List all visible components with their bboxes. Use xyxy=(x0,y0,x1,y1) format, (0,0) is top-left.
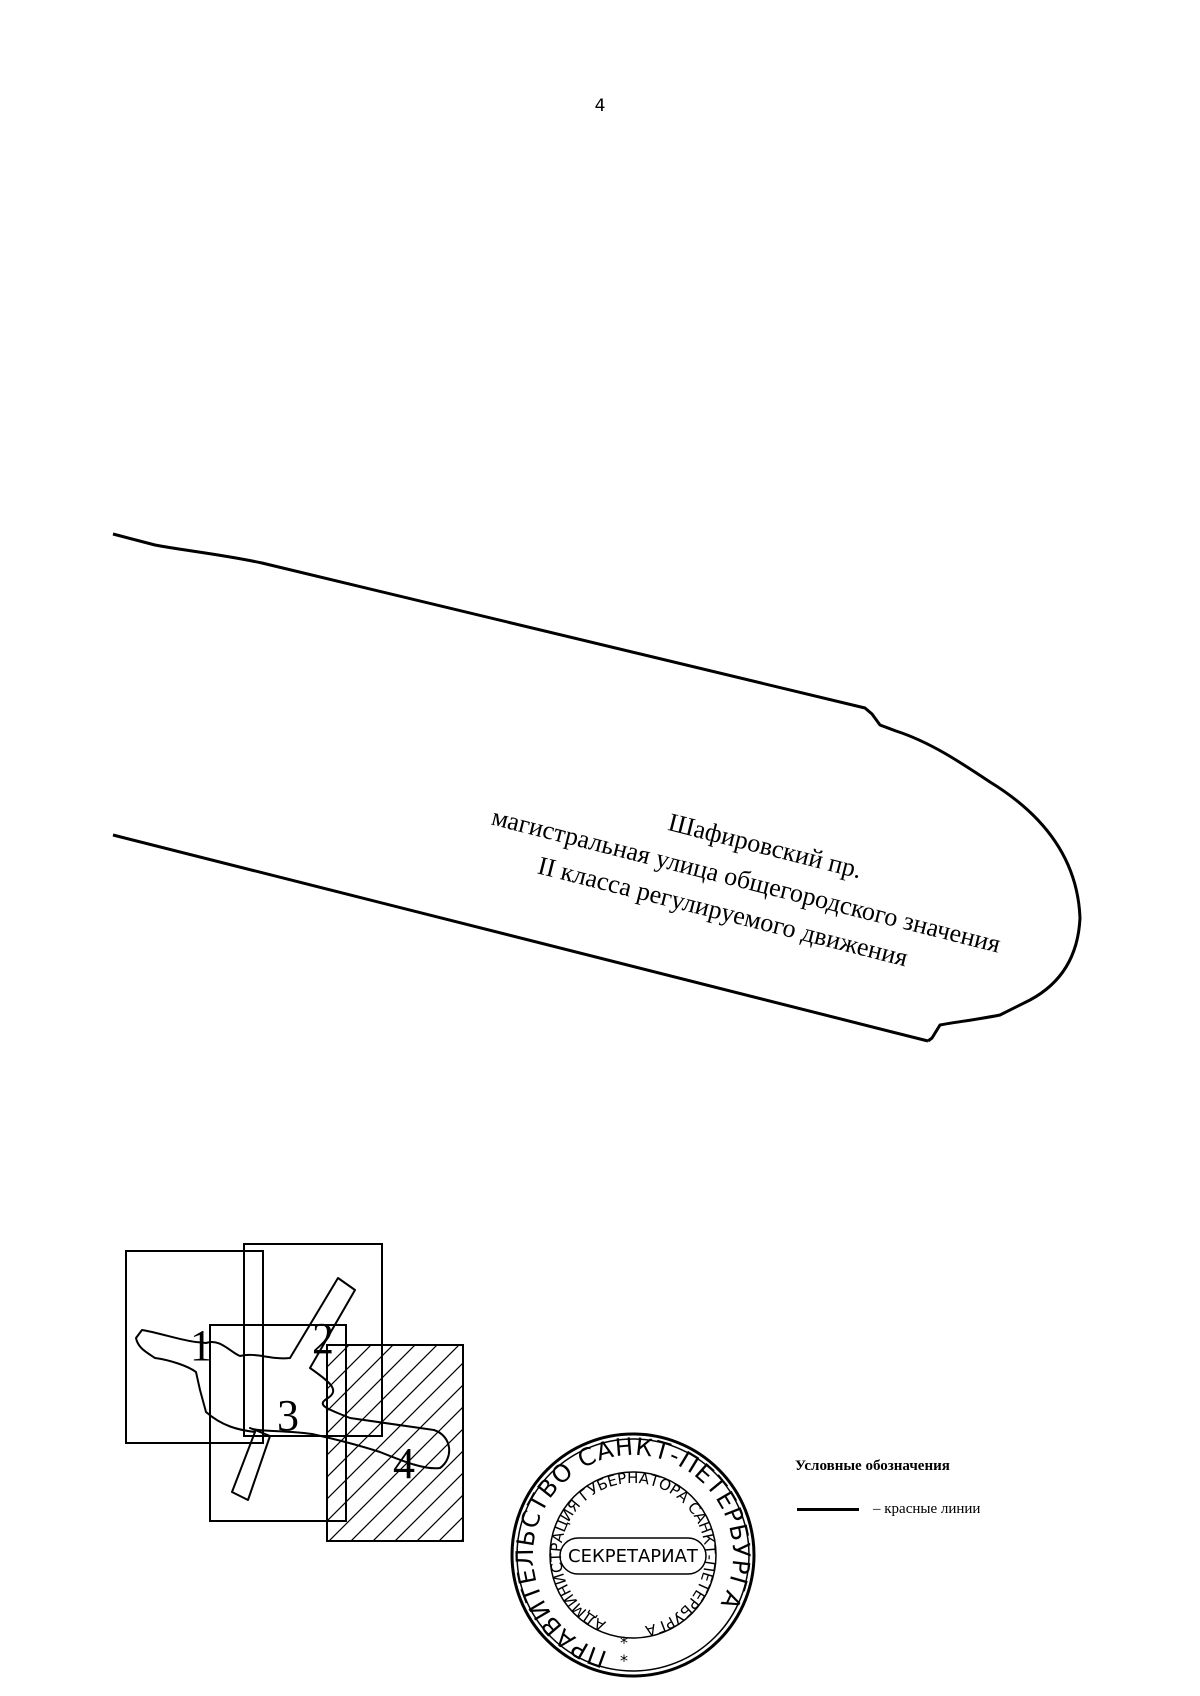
sheet-number-4: 4 xyxy=(393,1439,415,1488)
legend-title: Условные обозначения xyxy=(795,1458,950,1474)
sheet-frame-3 xyxy=(209,1324,347,1522)
red-line-swatch-icon xyxy=(797,1508,859,1511)
official-stamp: ПРАВИТЕЛЬСТВО САНКТ-ПЕТЕРБУРГА АДМИНИСТР… xyxy=(510,1432,756,1678)
legend: Условные обозначения – красные линии xyxy=(795,1458,1135,1518)
legend-item-red-lines: – красные линии xyxy=(795,1501,1135,1518)
sheet-number-1: 1 xyxy=(190,1321,212,1370)
sheet-number-2: 2 xyxy=(312,1314,334,1363)
index-street-outline xyxy=(135,1277,450,1501)
red-line-north xyxy=(112,532,1082,1043)
stamp-star-left-icon: * xyxy=(620,1633,628,1652)
legend-item-label: – красные линии xyxy=(873,1501,981,1517)
sheet-frame-2 xyxy=(243,1243,383,1437)
sheet-frame-1 xyxy=(125,1250,264,1444)
page-number: 4 xyxy=(594,96,606,116)
stamp-star-right-icon: * xyxy=(620,1651,628,1670)
sheet-frame-4 xyxy=(326,1344,464,1542)
sheet-number-3: 3 xyxy=(277,1391,299,1440)
red-line-south xyxy=(112,833,929,1043)
sheet-index-scheme: 1 2 3 4 xyxy=(125,1243,464,1542)
stamp-center-text: СЕКРЕТАРИАТ xyxy=(568,1546,699,1567)
